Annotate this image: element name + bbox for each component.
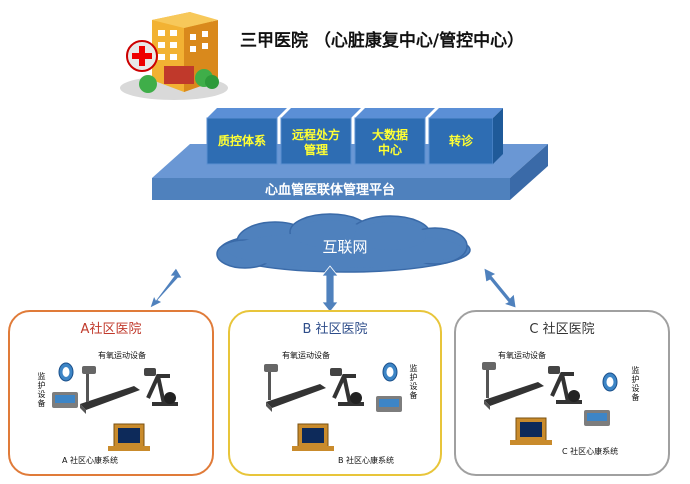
community-a-equipment-label: 有氧运动设备 [98, 351, 146, 360]
community-c-system-label: C 社区心康系统 [562, 447, 619, 456]
community-c-equipment-label: 有氧运动设备 [498, 351, 546, 360]
community-c-equipment-icon [482, 362, 618, 445]
module-referral: 转诊 [448, 134, 473, 148]
community-hospital-c: C 社区医院 [454, 310, 670, 476]
community-a-equipment-icon [52, 362, 178, 451]
hospital-title: 三甲医院 （心脏康复中心/管控中心） [240, 31, 525, 51]
internet-cloud-icon [216, 213, 471, 273]
platform-label: 心血管医联体管理平台 [264, 183, 395, 198]
community-a-monitor-label: 监护设备 [37, 372, 46, 408]
internet-label: 互联网 [322, 238, 368, 256]
community-b-monitor-label: 监护设备 [409, 364, 418, 400]
module-quality-control: 质控体系 [217, 134, 266, 148]
module-big-data: 大数据中心 [371, 128, 408, 157]
community-b-equipment-label: 有氧运动设备 [282, 351, 330, 360]
hospital-building-icon [120, 12, 228, 100]
community-b-system-label: B 社区心康系统 [338, 456, 395, 465]
community-a-system-label: A 社区心康系统 [62, 456, 119, 465]
community-c-title: C 社区医院 [529, 322, 595, 337]
community-b-equipment-icon [264, 362, 402, 451]
community-a-title: A社区医院 [80, 322, 142, 337]
platform-modules [206, 108, 503, 165]
connector-arrows [149, 265, 517, 313]
community-c-monitor-label: 监护设备 [631, 366, 640, 402]
community-b-title: B 社区医院 [302, 322, 368, 337]
module-remote-prescription: 远程处方管理 [291, 128, 340, 157]
